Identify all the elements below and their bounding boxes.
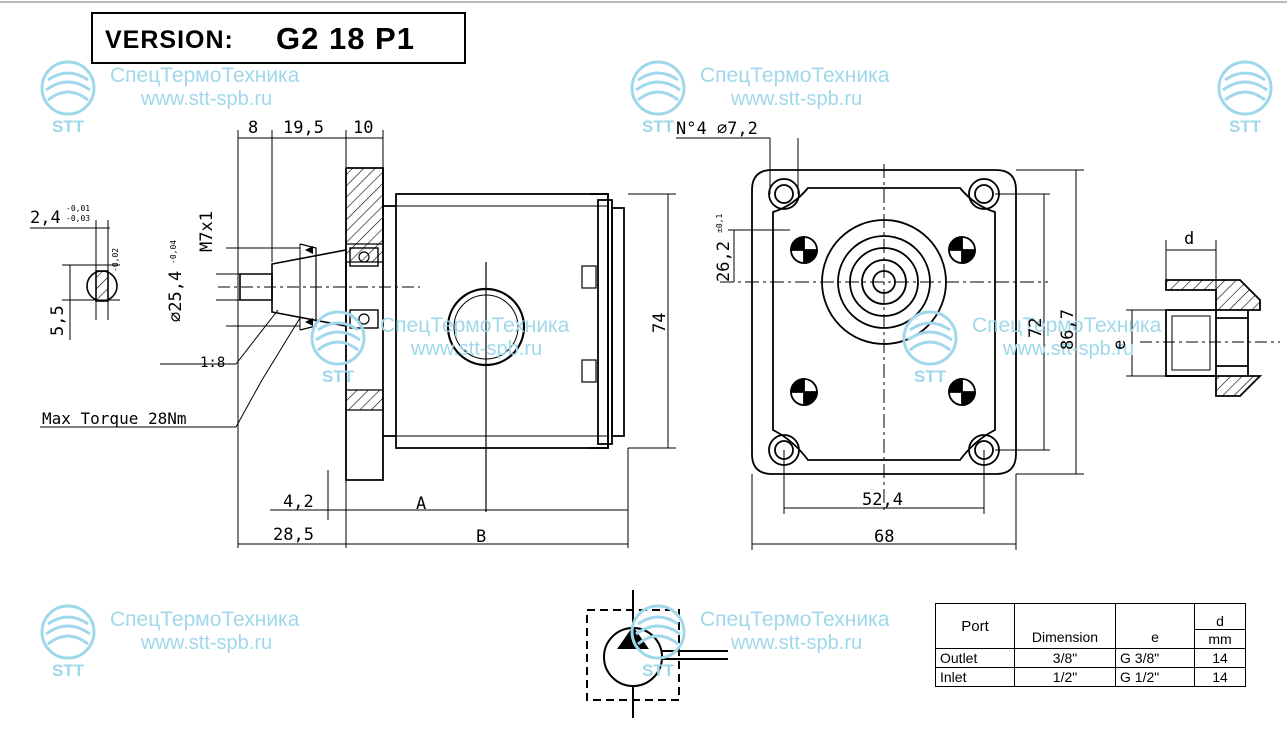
dim-28-5: 28,5 xyxy=(273,525,314,545)
shaft-key-detail xyxy=(62,220,120,340)
dim-5-5-tol: -0,02 xyxy=(111,247,120,272)
dim-74: 74 xyxy=(650,312,670,333)
svg-text:STT: STT xyxy=(914,367,947,384)
header-dimension: Dimension xyxy=(1014,603,1116,649)
watermark-url: www.stt-spb.ru xyxy=(731,632,863,654)
port-detail xyxy=(1126,240,1280,397)
dim-10: 10 xyxy=(353,118,374,138)
port-table: Port Dimension e d mm Outlet 3/8" G 3/8"… xyxy=(935,603,1246,687)
watermark-url: www.stt-spb.ru xyxy=(141,632,273,654)
header-d: d xyxy=(1194,603,1246,630)
table-cell-port: Outlet xyxy=(935,648,1015,668)
version-title-box: VERSION: G2 18 P1 xyxy=(91,12,466,64)
dim-52-4: 52,4 xyxy=(862,490,903,510)
bolt-hole-tl xyxy=(790,236,818,264)
header-e: e xyxy=(1115,603,1195,649)
max-torque-label: Max Torque 28Nm xyxy=(42,409,187,428)
table-cell-dimension: 3/8" xyxy=(1014,648,1116,668)
watermark-url: www.stt-spb.ru xyxy=(731,88,863,110)
table-cell-e: G 1/2" xyxy=(1115,667,1195,687)
stt-logo-icon: STT xyxy=(40,60,96,134)
dim-2-4-tol-upper: -0,01 xyxy=(66,204,91,213)
table-cell-e: G 3/8" xyxy=(1115,648,1195,668)
watermark-url: www.stt-spb.ru xyxy=(411,338,543,360)
svg-text:STT: STT xyxy=(52,117,85,134)
dim-2-4-tol-lower: -0,03 xyxy=(66,214,91,223)
table-row: Outlet 3/8" G 3/8" 14 xyxy=(935,648,1246,668)
svg-text:STT: STT xyxy=(52,661,85,678)
stt-logo-icon: STT xyxy=(630,60,686,134)
dim-e: e xyxy=(1110,339,1130,350)
table-header-row: Port Dimension e d xyxy=(935,603,1246,649)
dim-19-5: 19,5 xyxy=(283,118,324,138)
stt-logo-icon: STT xyxy=(902,310,958,384)
watermark-company: СпецТермоТехника xyxy=(110,608,300,631)
dim-4-2: 4,2 xyxy=(283,492,314,512)
bolt-hole-bl xyxy=(790,378,818,406)
header-d-unit: mm xyxy=(1194,628,1246,650)
dim-26-2: 26,2 xyxy=(714,241,734,282)
dim-26-2-tol: ±0,1 xyxy=(715,213,724,233)
side-view xyxy=(30,130,676,548)
version-label: VERSION: xyxy=(105,26,234,54)
watermark-url: www.stt-spb.ru xyxy=(141,88,273,110)
bolt-hole-tr xyxy=(948,236,976,264)
svg-text:STT: STT xyxy=(642,661,675,678)
dim-86-7: 86,7 xyxy=(1058,309,1078,350)
watermark-company: СпецТермоТехника xyxy=(700,608,890,631)
stt-logo-icon: STT xyxy=(1217,60,1273,134)
dim-68: 68 xyxy=(874,527,895,547)
bolt-hole-br xyxy=(948,378,976,406)
header-port: Port xyxy=(935,603,1015,649)
watermark-company: СпецТермоТехника xyxy=(380,314,570,337)
watermark-company: СпецТермоТехника xyxy=(700,64,890,87)
dim-5-5: 5,5 xyxy=(48,305,68,336)
watermark-company: СпецТермоТехника xyxy=(110,64,300,87)
front-flange-view xyxy=(676,137,1084,550)
dim-a: A xyxy=(416,494,427,514)
table-cell-d: 14 xyxy=(1194,667,1246,687)
table-cell-dimension: 1/2" xyxy=(1014,667,1116,687)
svg-text:STT: STT xyxy=(642,117,675,134)
dim-diameter-25-4: ⌀25,4 xyxy=(166,270,186,322)
dim-25-4-tol: -0,04 xyxy=(169,239,178,264)
dim-m7x1: M7x1 xyxy=(197,211,217,252)
stt-logo-icon: STT xyxy=(630,604,686,678)
dim-2-4: 2,4 xyxy=(30,208,61,228)
dim-b: B xyxy=(476,527,487,547)
dim-72: 72 xyxy=(1026,317,1046,338)
stt-logo-icon: STT xyxy=(40,604,96,678)
dim-taper: 1:8 xyxy=(200,355,226,371)
watermark-url: www.stt-spb.ru xyxy=(1003,338,1135,360)
table-row: Inlet 1/2" G 1/2" 14 xyxy=(935,667,1246,687)
version-value: G2 18 P1 xyxy=(276,21,415,56)
table-cell-d: 14 xyxy=(1194,648,1246,668)
dim-8: 8 xyxy=(248,118,259,138)
svg-text:STT: STT xyxy=(1229,117,1262,134)
watermark-company: СпецТермоТехника xyxy=(972,314,1162,337)
dim-d: d xyxy=(1184,229,1195,249)
table-cell-port: Inlet xyxy=(935,667,1015,687)
stt-logo-icon: STT xyxy=(310,310,366,384)
dim-holes: N°4 ⌀7,2 xyxy=(676,119,758,139)
svg-text:STT: STT xyxy=(322,367,355,384)
